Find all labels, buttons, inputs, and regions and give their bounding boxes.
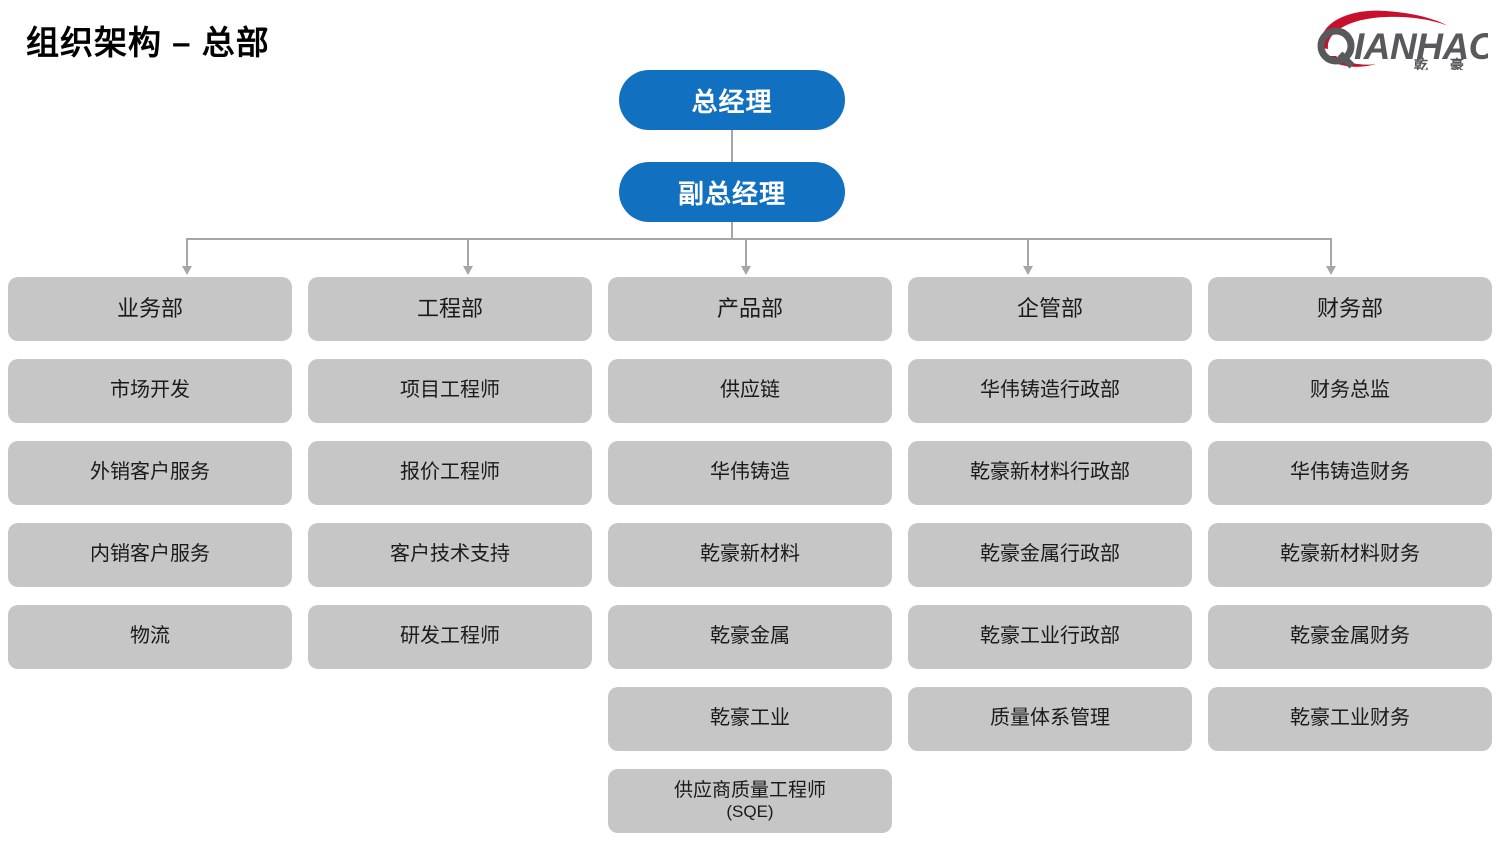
node-enterprise-1-label: 华伟铸造行政部 bbox=[980, 379, 1120, 402]
node-business-4-label: 物流 bbox=[130, 625, 170, 648]
node-product-3[interactable]: 乾豪新材料 bbox=[608, 523, 892, 587]
arrow-down-icon-3 bbox=[741, 266, 751, 275]
logo-swoosh-icon bbox=[1321, 10, 1448, 49]
node-enterprise-2-label: 乾豪新材料行政部 bbox=[970, 461, 1130, 484]
node-engineering-4-label: 研发工程师 bbox=[400, 625, 500, 648]
node-engineering-1[interactable]: 项目工程师 bbox=[308, 359, 592, 423]
connector-drop-2 bbox=[467, 238, 469, 268]
arrow-down-icon-1 bbox=[182, 266, 192, 275]
node-product-3-label: 乾豪新材料 bbox=[700, 543, 800, 566]
node-enterprise-3[interactable]: 乾豪金属行政部 bbox=[908, 523, 1192, 587]
column-enterprise-management: 企管部 华伟铸造行政部 乾豪新材料行政部 乾豪金属行政部 乾豪工业行政部 质量体… bbox=[900, 277, 1200, 843]
column-product: 产品部 供应链 华伟铸造 乾豪新材料 乾豪金属 乾豪工业 供应商质量工程师 (S… bbox=[600, 277, 900, 843]
node-product-6-label: 供应商质量工程师 (SQE) bbox=[674, 780, 826, 822]
node-deputy-general-manager[interactable]: 副总经理 bbox=[619, 162, 845, 222]
department-header-engineering[interactable]: 工程部 bbox=[308, 277, 592, 341]
node-business-3-label: 内销客户服务 bbox=[90, 543, 210, 566]
department-header-enterprise-management[interactable]: 企管部 bbox=[908, 277, 1192, 341]
node-enterprise-5[interactable]: 质量体系管理 bbox=[908, 687, 1192, 751]
department-columns: 业务部 市场开发 外销客户服务 内销客户服务 物流 工程部 项目工程师 bbox=[0, 277, 1500, 843]
node-engineering-3-label: 客户技术支持 bbox=[390, 543, 510, 566]
node-deputy-general-manager-label: 副总经理 bbox=[677, 178, 786, 209]
node-enterprise-1[interactable]: 华伟铸造行政部 bbox=[908, 359, 1192, 423]
department-header-enterprise-management-label: 企管部 bbox=[1016, 296, 1083, 322]
node-engineering-1-label: 项目工程师 bbox=[400, 379, 500, 402]
node-finance-3[interactable]: 乾豪新材料财务 bbox=[1208, 523, 1492, 587]
arrow-down-icon-4 bbox=[1023, 266, 1033, 275]
node-engineering-2-label: 报价工程师 bbox=[400, 461, 500, 484]
connector-drop-1 bbox=[186, 238, 188, 268]
node-finance-2-label: 华伟铸造财务 bbox=[1290, 461, 1410, 484]
department-header-engineering-label: 工程部 bbox=[416, 296, 483, 322]
page-title: 组织架构 – 总部 bbox=[26, 24, 270, 61]
connector-horizontal-bus bbox=[186, 238, 1331, 240]
node-enterprise-4-label: 乾豪工业行政部 bbox=[980, 625, 1120, 648]
node-finance-1[interactable]: 财务总监 bbox=[1208, 359, 1492, 423]
node-finance-5-label: 乾豪工业财务 bbox=[1290, 707, 1410, 730]
node-product-2-label: 华伟铸造 bbox=[710, 461, 790, 484]
node-product-2[interactable]: 华伟铸造 bbox=[608, 441, 892, 505]
logo-q-ring-icon bbox=[1317, 27, 1355, 65]
department-header-product-label: 产品部 bbox=[716, 296, 783, 322]
node-engineering-2[interactable]: 报价工程师 bbox=[308, 441, 592, 505]
node-product-6-line1: 供应商质量工程师 bbox=[673, 779, 826, 801]
column-finance: 财务部 财务总监 华伟铸造财务 乾豪新材料财务 乾豪金属财务 乾豪工业财务 bbox=[1200, 277, 1500, 843]
node-product-5-label: 乾豪工业 bbox=[710, 707, 790, 730]
department-header-finance-label: 财务部 bbox=[1316, 296, 1383, 322]
node-business-4[interactable]: 物流 bbox=[8, 605, 292, 669]
node-enterprise-5-label: 质量体系管理 bbox=[990, 707, 1110, 730]
connector-gm-to-dgm bbox=[731, 130, 733, 162]
connector-drop-4 bbox=[1027, 238, 1029, 268]
column-business: 业务部 市场开发 外销客户服务 内销客户服务 物流 bbox=[0, 277, 300, 843]
node-general-manager-label: 总经理 bbox=[691, 86, 773, 117]
node-business-2-label: 外销客户服务 bbox=[90, 461, 210, 484]
node-product-5[interactable]: 乾豪工业 bbox=[608, 687, 892, 751]
connector-drop-3 bbox=[745, 238, 747, 268]
logo-chinese-name: 乾 豪 bbox=[1414, 57, 1473, 70]
node-product-6[interactable]: 供应商质量工程师 (SQE) bbox=[608, 769, 892, 833]
node-business-1-label: 市场开发 bbox=[110, 379, 190, 402]
department-header-finance[interactable]: 财务部 bbox=[1208, 277, 1492, 341]
node-engineering-3[interactable]: 客户技术支持 bbox=[308, 523, 592, 587]
node-engineering-4[interactable]: 研发工程师 bbox=[308, 605, 592, 669]
node-product-4-label: 乾豪金属 bbox=[710, 625, 790, 648]
node-enterprise-2[interactable]: 乾豪新材料行政部 bbox=[908, 441, 1192, 505]
arrow-down-icon-5 bbox=[1326, 266, 1336, 275]
logo-q-tail-icon bbox=[1337, 51, 1355, 69]
logo-svg: IANHAO 乾 豪 bbox=[1317, 10, 1488, 70]
arrow-down-icon-2 bbox=[463, 266, 473, 275]
node-finance-4-label: 乾豪金属财务 bbox=[1290, 625, 1410, 648]
node-product-1-label: 供应链 bbox=[720, 379, 780, 402]
node-enterprise-3-label: 乾豪金属行政部 bbox=[980, 543, 1120, 566]
department-header-business-label: 业务部 bbox=[116, 296, 183, 322]
node-finance-2[interactable]: 华伟铸造财务 bbox=[1208, 441, 1492, 505]
department-header-business[interactable]: 业务部 bbox=[8, 277, 292, 341]
column-engineering: 工程部 项目工程师 报价工程师 客户技术支持 研发工程师 bbox=[300, 277, 600, 843]
node-general-manager[interactable]: 总经理 bbox=[619, 70, 845, 130]
node-finance-3-label: 乾豪新材料财务 bbox=[1280, 543, 1420, 566]
logo-wordmark: IANHAO bbox=[1354, 26, 1488, 67]
department-header-product[interactable]: 产品部 bbox=[608, 277, 892, 341]
node-finance-4[interactable]: 乾豪金属财务 bbox=[1208, 605, 1492, 669]
node-finance-5[interactable]: 乾豪工业财务 bbox=[1208, 687, 1492, 751]
node-business-3[interactable]: 内销客户服务 bbox=[8, 523, 292, 587]
node-business-1[interactable]: 市场开发 bbox=[8, 359, 292, 423]
company-logo: IANHAO 乾 豪 bbox=[1310, 4, 1488, 70]
node-product-1[interactable]: 供应链 bbox=[608, 359, 892, 423]
node-business-2[interactable]: 外销客户服务 bbox=[8, 441, 292, 505]
connector-drop-5 bbox=[1330, 238, 1332, 268]
node-product-4[interactable]: 乾豪金属 bbox=[608, 605, 892, 669]
connector-dgm-to-bus bbox=[731, 222, 733, 239]
node-finance-1-label: 财务总监 bbox=[1310, 379, 1390, 402]
node-product-6-line2: (SQE) bbox=[726, 802, 774, 822]
node-enterprise-4[interactable]: 乾豪工业行政部 bbox=[908, 605, 1192, 669]
